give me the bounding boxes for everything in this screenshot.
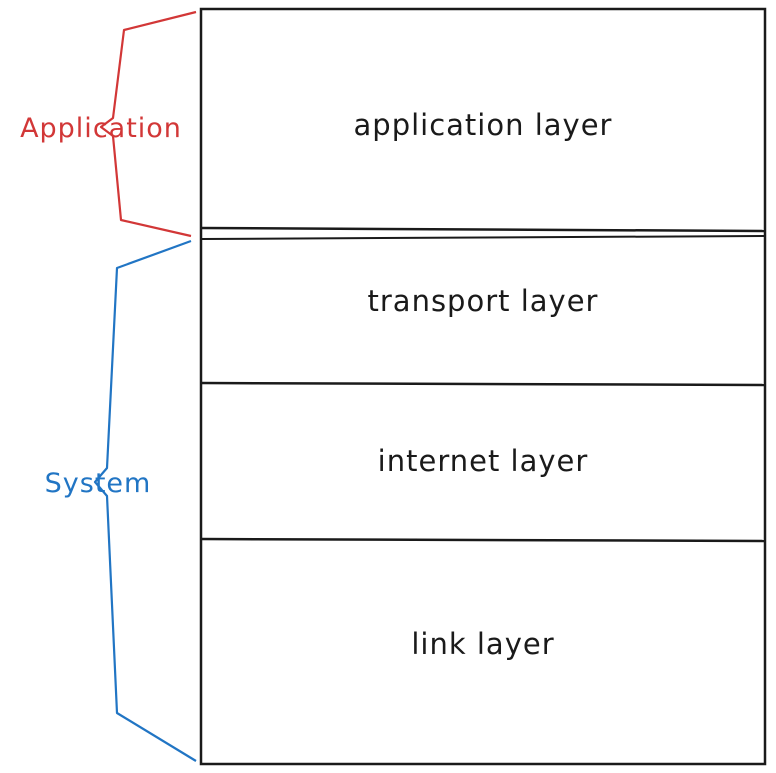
layer-label-application: application layer: [354, 108, 613, 142]
group-label-application: Application: [20, 113, 182, 144]
divider-application-transport-a: [200, 226, 766, 233]
group-label-system: System: [45, 468, 152, 499]
divider-application-transport-b: [200, 235, 766, 240]
layer-stack-box: [199, 7, 767, 766]
layer-label-transport: transport layer: [368, 284, 599, 318]
application-brace: [99, 10, 197, 238]
layer-label-link: link layer: [411, 627, 554, 661]
system-brace: [93, 239, 197, 762]
layer-label-internet: internet layer: [378, 444, 589, 478]
divider-internet-link: [200, 537, 766, 543]
divider-transport-internet: [200, 381, 766, 387]
